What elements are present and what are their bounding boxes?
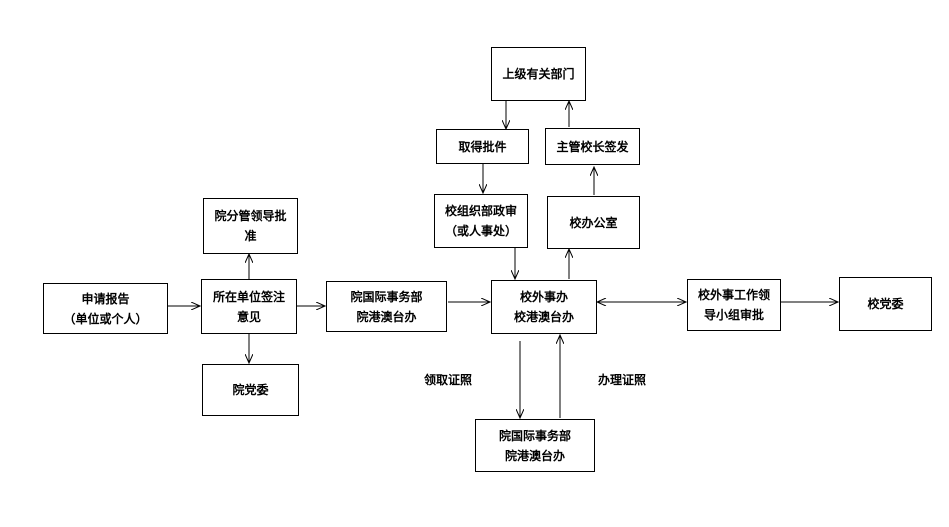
principal-sign-line1: 主管校长签发 xyxy=(556,139,629,154)
org-dept-line2: （或人事处） xyxy=(444,224,517,238)
unit-sign-line2: 意见 xyxy=(236,309,261,324)
higher-dept-box: 上级有关部门 xyxy=(491,47,586,101)
college-leader-box: 院分管领导批 准 xyxy=(203,198,298,254)
process-cert-label: 办理证照 xyxy=(598,373,647,387)
get-approval-line1: 取得批件 xyxy=(458,139,507,154)
school-office-box: 校办公室 xyxy=(547,196,640,249)
school-foreign-office-line1: 校外事办 xyxy=(519,290,568,304)
unit-sign-line1: 所在单位签注 xyxy=(212,289,285,304)
get-approval-box: 取得批件 xyxy=(436,129,529,164)
intl-dept-bottom-line1: 院国际事务部 xyxy=(498,428,571,443)
college-leader-line2: 准 xyxy=(244,229,257,243)
intl-dept-line2: 院港澳台办 xyxy=(356,309,417,324)
principal-sign-box: 主管校长签发 xyxy=(545,128,640,165)
higher-dept-line1: 上级有关部门 xyxy=(502,67,575,81)
school-office-line1: 校办公室 xyxy=(569,215,618,230)
org-dept-box: 校组织部政审 （或人事处） xyxy=(434,194,528,248)
apply-report-line2: （单位或个人） xyxy=(63,311,148,326)
intl-dept-box: 院国际事务部 院港澳台办 xyxy=(326,281,447,332)
intl-dept-bottom-box: 院国际事务部 院港澳台办 xyxy=(475,419,595,472)
college-leader-line1: 院分管领导批 xyxy=(214,209,287,223)
unit-sign-box: 所在单位签注 意见 xyxy=(201,279,297,334)
school-party-line1: 校党委 xyxy=(867,297,904,311)
org-dept-line1: 校组织部政审 xyxy=(444,204,517,218)
college-party-box: 院党委 xyxy=(202,364,299,416)
school-party-box: 校党委 xyxy=(839,277,932,331)
leading-group-box: 校外事工作领 导小组审批 xyxy=(687,279,781,331)
leading-group-line2: 导小组审批 xyxy=(703,308,764,322)
school-foreign-office-line2: 校港澳台办 xyxy=(513,310,574,324)
college-party-line1: 院党委 xyxy=(232,383,269,397)
intl-dept-bottom-line2: 院港澳台办 xyxy=(504,448,565,463)
leading-group-line1: 校外事工作领 xyxy=(697,288,770,302)
school-foreign-office-box: 校外事办 校港澳台办 xyxy=(491,280,597,334)
collect-cert-label: 领取证照 xyxy=(424,373,473,387)
intl-dept-line1: 院国际事务部 xyxy=(350,289,423,304)
apply-report-box: 申请报告 （单位或个人） xyxy=(43,283,168,334)
apply-report-line1: 申请报告 xyxy=(81,291,130,306)
